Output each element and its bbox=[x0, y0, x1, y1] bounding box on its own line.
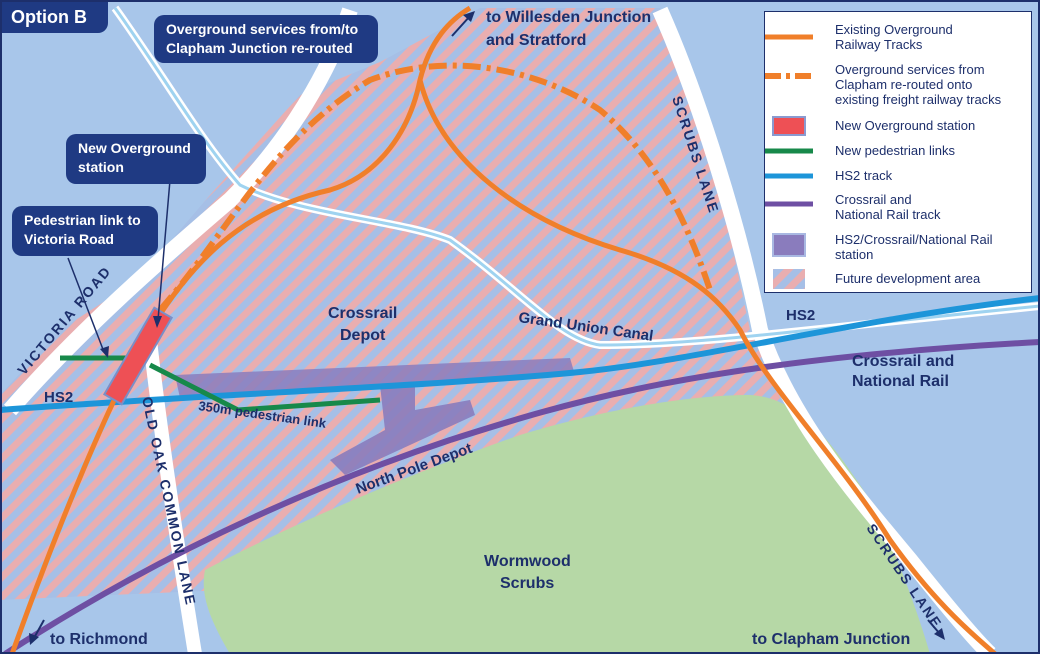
option-title: Option B bbox=[2, 2, 108, 33]
legend-label-pedestrian: New pedestrian links bbox=[835, 143, 955, 158]
scrubs-lane bbox=[652, 6, 996, 654]
crossrail-line-icon bbox=[765, 201, 813, 207]
callout-pointer-new-station bbox=[157, 179, 171, 321]
crossrail-depot-platform bbox=[175, 358, 575, 398]
crossrail-depot-label-1: Crossrail bbox=[328, 305, 397, 322]
existing-overground-west bbox=[9, 5, 472, 654]
canal-water bbox=[113, 7, 1040, 347]
hs2-right-label: HS2 bbox=[786, 307, 815, 324]
old-oak-common-lane bbox=[143, 339, 202, 654]
crossrail-national-rail-track bbox=[3, 339, 1040, 654]
callout-overground-rerouted: Overground services from/to Clapham Junc… bbox=[154, 15, 378, 63]
and-stratford-label: and Stratford bbox=[486, 32, 586, 49]
arrow-to-richmond-icon bbox=[29, 619, 45, 645]
callout-pedestrian-link: Pedestrian link to Victoria Road bbox=[12, 206, 158, 256]
pedestrian-line-icon bbox=[765, 148, 813, 154]
to-willesden-label: to Willesden Junction bbox=[486, 9, 651, 26]
victoria-road bbox=[3, 7, 358, 416]
hs2-left-label: HS2 bbox=[44, 389, 73, 406]
legend-item-overground: Existing Overground Railway Tracks bbox=[765, 20, 1031, 54]
arrow-to-clapham-icon bbox=[927, 619, 945, 640]
callout-new-overground-station: New Overground station bbox=[66, 134, 206, 184]
legend-label-development: Future development area bbox=[835, 271, 981, 286]
callout-arrowhead-pedestrian bbox=[100, 346, 109, 358]
new-station-icon bbox=[772, 116, 806, 136]
new-overground-station bbox=[102, 306, 174, 406]
legend-label-overground: Existing Overground Railway Tracks bbox=[835, 22, 953, 52]
pedestrian-link-350m bbox=[148, 362, 381, 413]
rerouted-dashed-line-icon bbox=[765, 73, 813, 79]
hs2-line-icon bbox=[765, 173, 813, 179]
legend-item-development: Future development area bbox=[765, 268, 1031, 290]
to-clapham-label: to Clapham Junction bbox=[752, 631, 910, 648]
legend-label-new-station: New Overground station bbox=[835, 118, 976, 133]
development-area-icon bbox=[773, 269, 805, 289]
legend-item-hs2: HS2 track bbox=[765, 165, 1031, 187]
legend: Existing Overground Railway Tracks Overg… bbox=[764, 11, 1032, 293]
legend-item-new-station: New Overground station bbox=[765, 115, 1031, 137]
legend-label-interchange: HS2/Crossrail/National Rail station bbox=[835, 232, 993, 262]
callout-pointer-pedestrian bbox=[67, 257, 105, 353]
to-richmond-label: to Richmond bbox=[50, 631, 148, 648]
existing-overground-east bbox=[417, 79, 997, 654]
wormwood-label-2: Scrubs bbox=[500, 575, 554, 592]
legend-item-interchange: HS2/Crossrail/National Rail station bbox=[765, 230, 1031, 264]
interchange-station-icon bbox=[772, 233, 806, 257]
arrow-to-willesden-icon bbox=[451, 11, 475, 37]
overground-line-icon bbox=[765, 34, 813, 40]
hs2-track bbox=[0, 295, 1040, 413]
crossrail-national-rail-label-2: National Rail bbox=[852, 373, 949, 390]
legend-label-crossrail: Crossrail and National Rail track bbox=[835, 192, 941, 222]
legend-item-pedestrian: New pedestrian links bbox=[765, 140, 1031, 162]
wormwood-label-1: Wormwood bbox=[484, 553, 571, 570]
rerouted-overground-dashed bbox=[157, 62, 713, 312]
legend-label-hs2: HS2 track bbox=[835, 168, 893, 183]
callout-arrowhead-new-station bbox=[153, 316, 162, 328]
north-pole-depot-station bbox=[330, 385, 475, 475]
legend-item-crossrail: Crossrail and National Rail track bbox=[765, 190, 1031, 224]
crossrail-national-rail-label-1: Crossrail and bbox=[852, 353, 954, 370]
crossrail-depot-label-2: Depot bbox=[340, 327, 386, 344]
legend-item-rerouted: Overground services from Clapham re-rout… bbox=[765, 62, 1031, 110]
wormwood-scrubs-park bbox=[203, 395, 930, 654]
legend-label-rerouted: Overground services from Clapham re-rout… bbox=[835, 62, 1002, 107]
